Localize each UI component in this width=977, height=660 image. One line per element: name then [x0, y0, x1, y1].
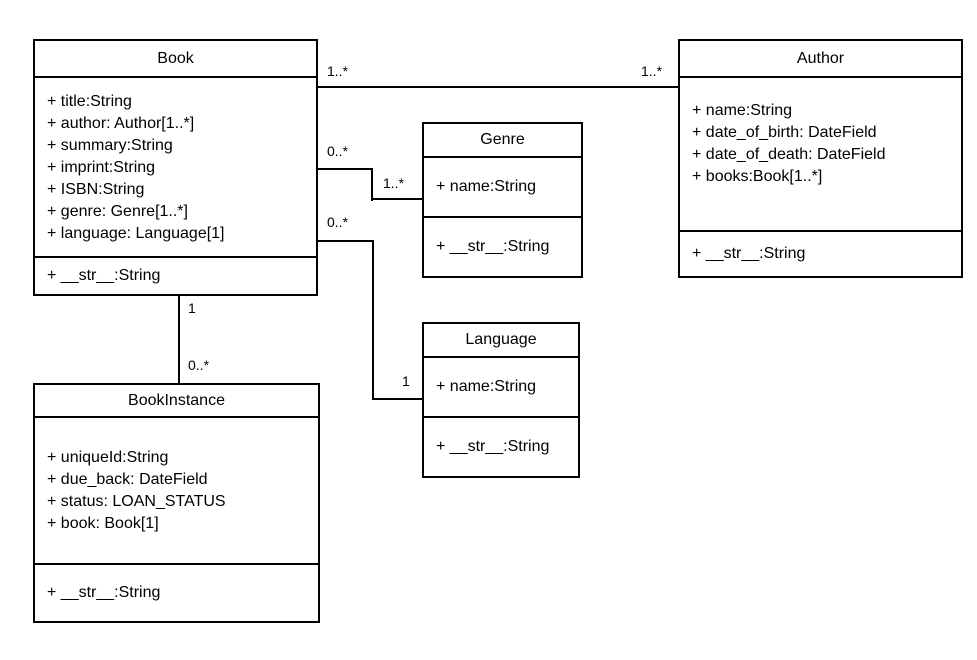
method-line: + __str__:String — [436, 438, 550, 455]
attribute-line: + date_of_death: DateField — [692, 146, 886, 163]
attribute-line: + books:Book[1..*] — [692, 168, 823, 185]
class-methods-bookinstance: + __str__:String — [35, 565, 318, 621]
attribute-line: + author: Author[1..*] — [47, 115, 195, 132]
multiplicity-book-genre-near-genre: 1..* — [382, 175, 406, 192]
edge-book-language-segment-3[interactable] — [372, 398, 422, 400]
edge-book-genre-segment-3[interactable] — [371, 198, 422, 200]
attribute-line: + name:String — [692, 102, 793, 119]
class-methods-language: + __str__:String — [424, 418, 578, 476]
class-box-book[interactable]: Book + title:String + author: Author[1..… — [33, 39, 318, 296]
edge-book-genre-segment-1[interactable] — [318, 168, 373, 170]
multiplicity-book-author-near-book: 1..* — [326, 63, 350, 80]
method-line: + __str__:String — [47, 267, 161, 284]
attribute-line: + language: Language[1] — [47, 225, 225, 242]
class-methods-genre: + __str__:String — [424, 218, 581, 276]
multiplicity-book-bookinstance-near-book: 1 — [187, 300, 197, 317]
class-attributes-language: + name:String — [424, 358, 578, 418]
edge-book-language-segment-1[interactable] — [318, 240, 374, 242]
multiplicity-book-language-near-language: 1 — [401, 373, 411, 390]
class-box-author[interactable]: Author + name:String + date_of_birth: Da… — [678, 39, 963, 278]
edge-book-bookinstance[interactable] — [178, 296, 180, 383]
class-title-genre: Genre — [424, 124, 581, 158]
edge-book-genre-segment-2[interactable] — [371, 168, 373, 201]
multiplicity-book-bookinstance-near-bookinstance: 0..* — [187, 357, 211, 374]
attribute-line: + summary:String — [47, 137, 173, 154]
class-box-genre[interactable]: Genre + name:String + __str__:String — [422, 122, 583, 278]
class-title-author: Author — [680, 41, 961, 78]
attribute-line: + date_of_birth: DateField — [692, 124, 877, 141]
attribute-line: + status: LOAN_STATUS — [47, 493, 226, 510]
class-attributes-genre: + name:String — [424, 158, 581, 218]
attribute-line: + genre: Genre[1..*] — [47, 203, 188, 220]
multiplicity-book-author-near-author: 1..* — [640, 63, 664, 80]
attribute-line: + imprint:String — [47, 159, 156, 176]
attribute-line: + title:String — [47, 93, 132, 110]
attribute-line: + due_back: DateField — [47, 471, 208, 488]
class-box-bookinstance[interactable]: BookInstance + uniqueId:String + due_bac… — [33, 383, 320, 623]
attribute-line: + name:String — [436, 178, 537, 195]
class-title-bookinstance: BookInstance — [35, 385, 318, 418]
class-title-language: Language — [424, 324, 578, 358]
multiplicity-book-language-near-book: 0..* — [326, 214, 350, 231]
method-line: + __str__:String — [47, 584, 161, 601]
class-title-book: Book — [35, 41, 316, 78]
class-attributes-bookinstance: + uniqueId:String + due_back: DateField … — [35, 418, 318, 565]
method-line: + __str__:String — [692, 245, 806, 262]
edge-book-author[interactable] — [318, 86, 679, 88]
edge-book-language-segment-2[interactable] — [372, 240, 374, 400]
attribute-line: + book: Book[1] — [47, 515, 159, 532]
class-box-language[interactable]: Language + name:String + __str__:String — [422, 322, 580, 478]
class-attributes-book: + title:String + author: Author[1..*] + … — [35, 78, 316, 258]
class-methods-author: + __str__:String — [680, 232, 961, 276]
multiplicity-book-genre-near-book: 0..* — [326, 143, 350, 160]
class-methods-book: + __str__:String — [35, 258, 316, 294]
attribute-line: + uniqueId:String — [47, 449, 169, 466]
attribute-line: + ISBN:String — [47, 181, 145, 198]
class-attributes-author: + name:String + date_of_birth: DateField… — [680, 78, 961, 232]
method-line: + __str__:String — [436, 238, 550, 255]
attribute-line: + name:String — [436, 378, 537, 395]
